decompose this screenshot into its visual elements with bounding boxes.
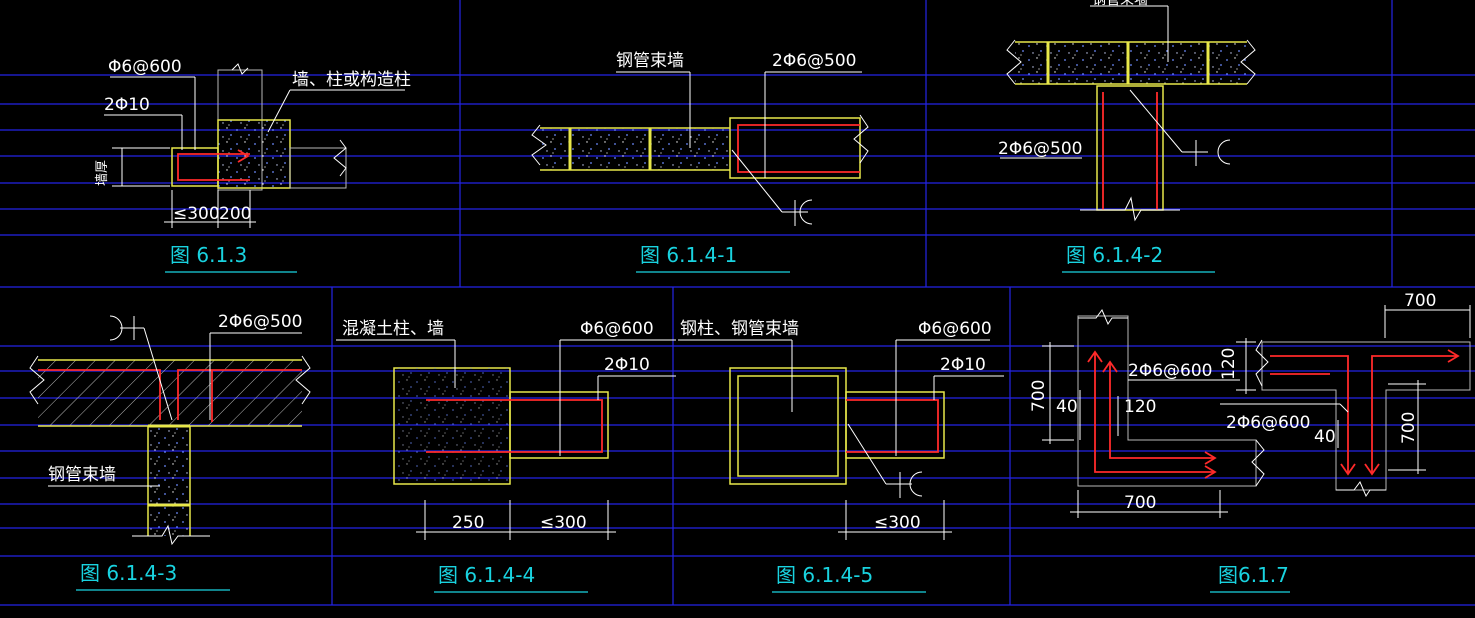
figure-caption: 图6.1.7 [1218, 563, 1289, 587]
break-bottom [1080, 196, 1180, 222]
dim-120b: 120 [1219, 348, 1239, 380]
wall-label: 钢管束墙 [48, 465, 116, 485]
figure-6-1-3: Φ6@600 2Φ10 墙、柱或构造柱 墙厚 ≤300 200 图 6.1.3 [95, 57, 411, 273]
dim-bottom: 700 [1124, 493, 1156, 513]
rebar-main-label: 2Φ10 [604, 355, 650, 375]
steel-wall-body [540, 128, 730, 170]
rebar-spacing-label: Φ6@600 [580, 319, 654, 339]
dim-1: ≤300 [874, 513, 921, 533]
break-left-t [1255, 339, 1269, 387]
column-label: 钢柱、钢管束墙 [680, 319, 799, 339]
wall-label: 钢管束墙 [616, 51, 684, 71]
rebar-l-outer [1094, 352, 1215, 473]
rebar-b-label: 2Φ6@600 [1226, 413, 1310, 433]
dim-40b: 40 [1314, 427, 1336, 447]
column-hatch [1096, 85, 1164, 211]
break-bottom [132, 524, 210, 546]
wall-hatch [845, 391, 945, 459]
dim-2: 200 [219, 204, 251, 224]
wall-hatch [509, 391, 609, 459]
steel-column-inner [737, 375, 839, 477]
break-top [1078, 309, 1128, 326]
dim-top: 700 [1404, 291, 1436, 311]
figure-caption: 图 6.1.4-1 [640, 243, 737, 267]
rebar [1102, 92, 1158, 210]
figure-caption: 图 6.1.3 [170, 243, 247, 267]
break-line [333, 139, 347, 177]
dim-2: ≤300 [540, 513, 587, 533]
steel-wall-body [1015, 42, 1247, 84]
rebar-t [1270, 355, 1458, 474]
rebar-main-label: 2Φ10 [940, 355, 986, 375]
figure-caption: 图 6.1.4-5 [776, 563, 873, 587]
break-right-l [1251, 439, 1265, 487]
break-line-top [231, 63, 249, 75]
extension-hatch [289, 147, 347, 189]
rebar-label: 2Φ6@500 [772, 51, 856, 71]
figure-caption: 图 6.1.4-4 [438, 563, 535, 587]
rebar-loop [177, 153, 250, 181]
thickness-label: 墙厚 [95, 160, 110, 186]
figure-6-1-4-4: 混凝土柱、墙 Φ6@600 2Φ10 250 ≤300 图 6.1.4-4 [336, 319, 676, 593]
break-bottom-t [1336, 481, 1386, 498]
break-left [1006, 39, 1022, 85]
rebar-spacing-label: Φ6@600 [918, 319, 992, 339]
rebar-l-inner [1109, 362, 1215, 459]
figure-caption: 图 6.1.4-3 [80, 561, 177, 585]
column-hatch [729, 117, 861, 179]
figure-caption: 图 6.1.4-2 [1066, 243, 1163, 267]
figure-6-1-4-3: 2Φ6@500 钢管束墙 图 6.1.4-3 [29, 312, 311, 591]
rebar [846, 399, 939, 453]
rebar-main-label: 2Φ10 [104, 95, 150, 115]
rebar [737, 124, 860, 173]
wall-column-label: 墙、柱或构造柱 [292, 70, 411, 90]
break-right [1240, 39, 1256, 85]
steel-wall-body [148, 426, 190, 536]
column-label: 混凝土柱、墙 [342, 319, 444, 339]
dim-1: 250 [452, 513, 484, 533]
wall-outline [540, 127, 730, 171]
break-right [295, 355, 311, 405]
rebar-hooks [1087, 350, 1217, 479]
rebar [426, 399, 603, 453]
wall-body [218, 120, 290, 190]
figure-6-1-4-5: 钢柱、钢管束墙 Φ6@600 2Φ10 ≤300 图 6.1.4-5 [678, 319, 1004, 593]
dim-left-h: 700 [1029, 380, 1049, 412]
dim-40a: 40 [1056, 397, 1078, 417]
dim-120a: 120 [1124, 397, 1156, 417]
rebar-hook [237, 149, 250, 163]
rebar [38, 369, 302, 420]
rebar-spacing-label: Φ6@600 [108, 57, 182, 77]
rebar-label: 2Φ6@500 [998, 139, 1082, 159]
wall-label: 钢管束墙 [1092, 0, 1148, 8]
figure-6-1-7: 700 700 40 120 2Φ6@600 120 2Φ6@600 40 70… [1029, 291, 1471, 593]
dim-right-h: 700 [1399, 412, 1419, 444]
figure-6-1-4-2: 钢管束墙 2Φ6@500 图 6.1.4-2 [998, 0, 1256, 273]
break-right [853, 114, 869, 164]
figure-6-1-4-1: 钢管束墙 2Φ6@500 图 6.1.4-1 [531, 51, 869, 273]
wall-outline [147, 426, 191, 536]
corner-l-hatch [1077, 315, 1257, 487]
steel-column-outer [729, 367, 847, 485]
break-left [29, 355, 45, 405]
beam-outline [38, 359, 302, 427]
rebar-label: 2Φ6@500 [218, 312, 302, 332]
rebar-a-label: 2Φ6@600 [1128, 361, 1212, 381]
break-left [531, 124, 547, 166]
dim-1: ≤300 [173, 204, 220, 224]
rebar-t-hooks [1340, 349, 1460, 476]
